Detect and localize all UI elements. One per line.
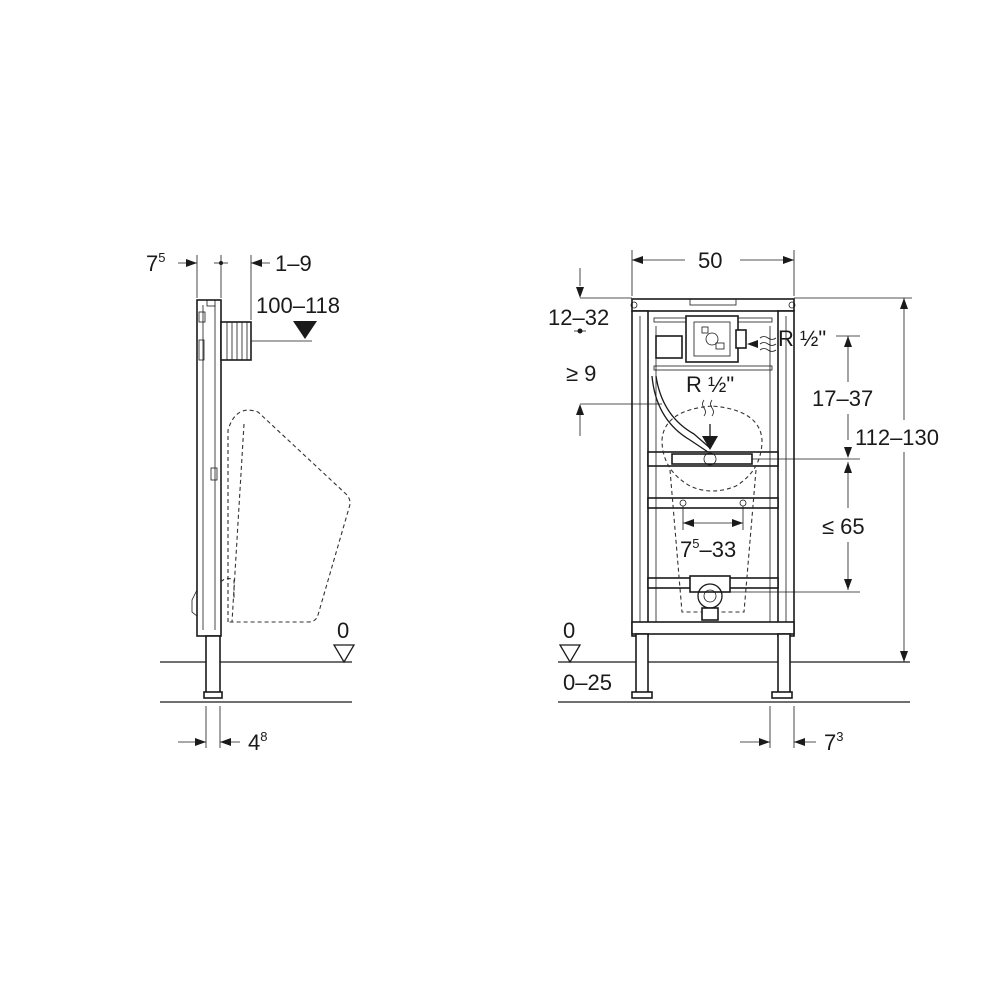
side-floor-level: 0 xyxy=(337,618,349,643)
drain-fitting xyxy=(689,575,731,621)
side-view: 75 1–9 100–118 0 48 xyxy=(146,250,356,755)
side-dim-depth: 75 xyxy=(146,250,165,276)
front-dim-supply-height: 17–37 xyxy=(812,386,873,411)
supply-hose xyxy=(651,375,709,453)
front-floor-level: 0 xyxy=(563,618,575,643)
svg-text:R ½": R ½" xyxy=(778,326,826,351)
front-floor-range: 0–25 xyxy=(563,670,612,695)
side-supply-pipe xyxy=(220,321,252,361)
side-urinal-outline xyxy=(227,409,351,623)
side-floor-level-marker xyxy=(332,644,356,664)
front-dim-min-gap: ≥ 9 xyxy=(566,361,596,386)
front-urinal-outline xyxy=(661,405,763,492)
front-dim-top-offset: 12–32 xyxy=(548,305,609,330)
water-connection-label: R ½" xyxy=(747,326,826,352)
front-dim-foot: 73 xyxy=(824,729,843,755)
front-dim-total-height: 112–130 xyxy=(855,425,939,450)
flush-control-box xyxy=(655,315,747,363)
front-dim-lower-height: ≤ 65 xyxy=(822,514,865,539)
front-floor-level-marker xyxy=(558,644,582,664)
side-frame xyxy=(191,299,223,699)
side-dim-offset: 1–9 xyxy=(275,251,312,276)
water-inlet-symbol xyxy=(702,399,718,450)
water-connection-lower-label: R ½" xyxy=(686,372,734,397)
side-level-marker xyxy=(293,321,317,339)
front-view: 50 12–32 ≥ 9 R ½" R ½" 17–37 xyxy=(548,248,939,755)
side-dim-foot: 48 xyxy=(248,729,267,755)
side-dim-pipe-height: 100–118 xyxy=(256,293,340,318)
front-dim-fixing-range: 75–33 xyxy=(680,536,736,562)
front-dim-width: 50 xyxy=(698,248,722,273)
